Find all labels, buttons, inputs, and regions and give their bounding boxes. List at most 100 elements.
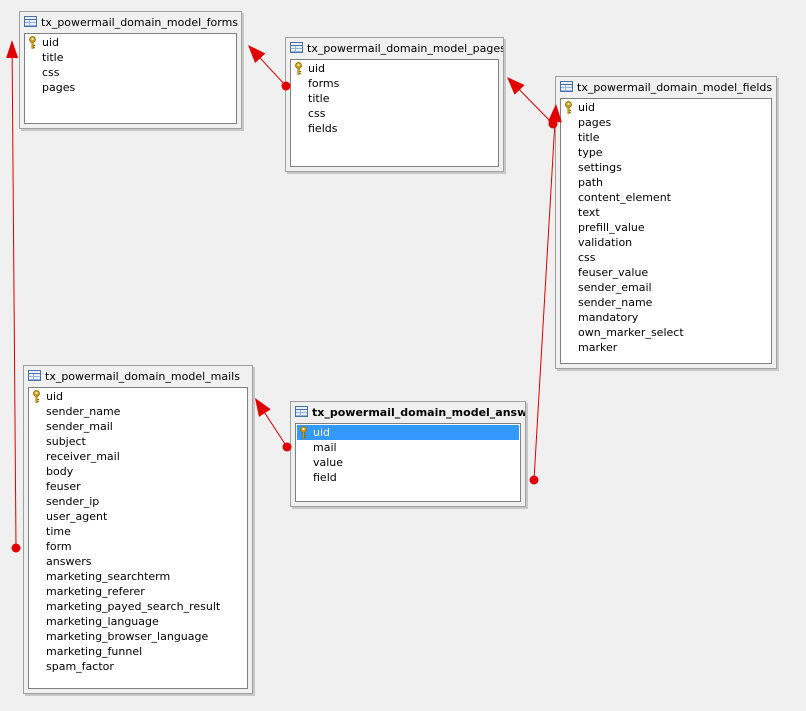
field-row-body[interactable]: body (30, 464, 246, 479)
field-name: settings (578, 161, 622, 174)
field-row-marketing-language[interactable]: marketing_language (30, 614, 246, 629)
field-row-text[interactable]: text (562, 205, 770, 220)
field-name: mail (313, 441, 337, 454)
field-row-css[interactable]: css (26, 65, 235, 80)
field-row-css[interactable]: css (562, 250, 770, 265)
field-row-title[interactable]: title (26, 50, 235, 65)
field-row-settings[interactable]: settings (562, 160, 770, 175)
field-row-field[interactable]: field (297, 470, 519, 485)
field-row-pages[interactable]: pages (26, 80, 235, 95)
field-name: receiver_mail (46, 450, 120, 463)
relation-answer-fields[interactable] (529, 104, 562, 485)
field-row-sender-ip[interactable]: sender_ip (30, 494, 246, 509)
field-name: feuser_value (578, 266, 649, 279)
field-row-own-marker-select[interactable]: own_marker_select (562, 325, 770, 340)
field-name: title (42, 51, 64, 64)
field-row-uid[interactable]: uid (562, 100, 770, 115)
field-row-user-agent[interactable]: user_agent (30, 509, 246, 524)
field-name: marketing_funnel (46, 645, 143, 658)
field-row-answers[interactable]: answers (30, 554, 246, 569)
field-row-content-element[interactable]: content_element (562, 190, 770, 205)
field-row-mail[interactable]: mail (297, 440, 519, 455)
field-name: validation (578, 236, 633, 249)
field-row-path[interactable]: path (562, 175, 770, 190)
field-name: mandatory (578, 311, 639, 324)
field-row-marketing-payed-search-result[interactable]: marketing_payed_search_result (30, 599, 246, 614)
field-row-feuser[interactable]: feuser (30, 479, 246, 494)
field-row-sender-email[interactable]: sender_email (562, 280, 770, 295)
field-name: sender_email (578, 281, 652, 294)
field-name: content_element (578, 191, 671, 204)
relation-line (519, 89, 554, 125)
field-row-uid[interactable]: uid (297, 425, 519, 440)
field-name: title (308, 92, 330, 105)
field-row-css[interactable]: css (292, 106, 497, 121)
field-row-marketing-funnel[interactable]: marketing_funnel (30, 644, 246, 659)
table-fields-header[interactable]: tx_powermail_domain_model_fields (556, 77, 776, 98)
field-row-validation[interactable]: validation (562, 235, 770, 250)
field-row-pages[interactable]: pages (562, 115, 770, 130)
field-row-form[interactable]: form (30, 539, 246, 554)
field-name: path (578, 176, 604, 189)
field-row-feuser-value[interactable]: feuser_value (562, 265, 770, 280)
field-row-sender-name[interactable]: sender_name (30, 404, 246, 419)
relation-answer-mails[interactable] (255, 398, 292, 452)
field-name: pages (42, 81, 76, 94)
field-row-receiver-mail[interactable]: receiver_mail (30, 449, 246, 464)
field-row-fields[interactable]: fields (292, 121, 497, 136)
key-icon (29, 36, 36, 49)
field-row-title[interactable]: title (292, 91, 497, 106)
relation-line (533, 121, 556, 481)
field-row-sender-mail[interactable]: sender_mail (30, 419, 246, 434)
relation-pages-forms[interactable] (248, 45, 291, 91)
table-icon (28, 370, 41, 381)
field-row-time[interactable]: time (30, 524, 246, 539)
table-icon (24, 16, 37, 27)
arrowhead-icon (255, 398, 271, 417)
field-row-title[interactable]: title (562, 130, 770, 145)
field-row-uid[interactable]: uid (30, 389, 246, 404)
key-icon (33, 390, 40, 403)
arrowhead-icon (507, 77, 525, 95)
field-name: forms (308, 77, 340, 90)
field-row-sender-name[interactable]: sender_name (562, 295, 770, 310)
field-row-uid[interactable]: uid (292, 61, 497, 76)
table-answer-header[interactable]: tx_powermail_domain_model_answer (291, 402, 525, 423)
field-row-marker[interactable]: marker (562, 340, 770, 355)
field-name: uid (578, 101, 596, 114)
field-name: subject (46, 435, 86, 448)
table-forms-header[interactable]: tx_powermail_domain_model_forms (20, 12, 241, 33)
field-row-prefill-value[interactable]: prefill_value (562, 220, 770, 235)
field-row-spam-factor[interactable]: spam_factor (30, 659, 246, 674)
field-row-value[interactable]: value (297, 455, 519, 470)
table-pages-title: tx_powermail_domain_model_pages (307, 42, 503, 55)
field-row-uid[interactable]: uid (26, 35, 235, 50)
field-row-subject[interactable]: subject (30, 434, 246, 449)
field-row-type[interactable]: type (562, 145, 770, 160)
field-name: marker (578, 341, 618, 354)
field-row-mandatory[interactable]: mandatory (562, 310, 770, 325)
field-row-marketing-browser-language[interactable]: marketing_browser_language (30, 629, 246, 644)
relation-endpoint-dot (282, 442, 292, 452)
field-row-marketing-searchterm[interactable]: marketing_searchterm (30, 569, 246, 584)
relation-line (11, 57, 17, 549)
field-row-forms[interactable]: forms (292, 76, 497, 91)
field-name: form (46, 540, 72, 553)
field-row-marketing-referer[interactable]: marketing_referer (30, 584, 246, 599)
field-name: marketing_searchterm (46, 570, 171, 583)
field-name: css (308, 107, 326, 120)
relation-mails-forms[interactable] (6, 40, 21, 553)
table-pages-header[interactable]: tx_powermail_domain_model_pages (286, 38, 503, 59)
key-icon (295, 62, 302, 75)
table-answer-title: tx_powermail_domain_model_answer (312, 406, 525, 419)
table-mails-header[interactable]: tx_powermail_domain_model_mails (24, 366, 252, 387)
key-icon (300, 426, 307, 439)
